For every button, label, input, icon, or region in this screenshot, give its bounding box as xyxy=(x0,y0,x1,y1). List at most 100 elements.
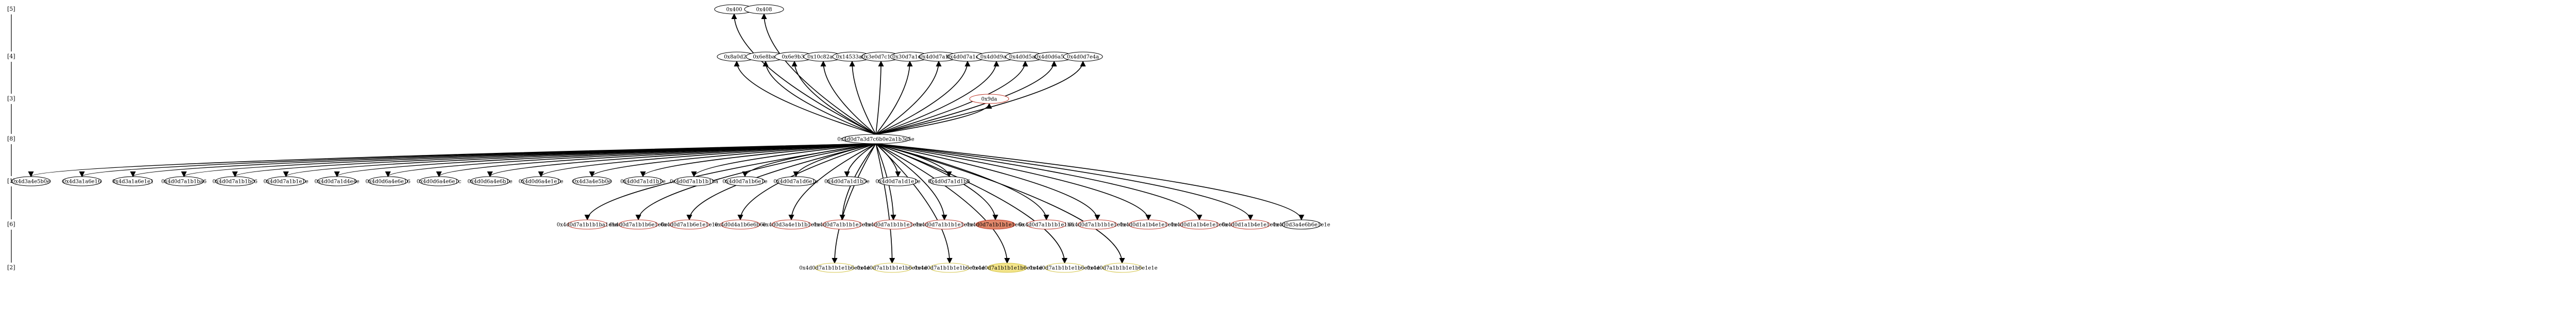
graph-node-shape xyxy=(1044,263,1084,273)
graph-node[interactable]: 0x4d0d1a1b4e1e1e1e xyxy=(1120,219,1177,230)
graph-node-shape xyxy=(368,176,408,186)
graph-node[interactable]: 0x4d0d7a1b1b1e1e1e xyxy=(814,219,871,230)
graph-node[interactable]: 0x4d0d7a1b1b1e1b6e1e1e xyxy=(857,263,927,273)
graph-node-label: 0x4d0d7a1b1b1e1e1e xyxy=(1069,222,1126,228)
graph-node[interactable]: 0x4d0d7a1b1b1e1e1e xyxy=(865,219,922,230)
graph-edge xyxy=(875,143,1253,221)
graph-edge xyxy=(788,143,876,221)
graph-node[interactable]: 0x4d0d7a1b1b1e1e6e xyxy=(967,219,1024,230)
graph-node-label: 0x408 xyxy=(756,7,772,13)
graph-node[interactable]: 0x4d0d7a1b1b6e1e6e xyxy=(609,219,667,230)
graph-node[interactable]: 0x408 xyxy=(744,4,784,14)
graph-node[interactable]: 0x4d0d6a4e6e16 xyxy=(365,176,411,186)
graph-node[interactable]: 0x4d0d7a1b6e1e xyxy=(722,176,768,186)
graph-node-shape xyxy=(873,219,913,230)
graph-node-shape xyxy=(215,176,255,186)
graph-node-label: 0x4d0d7a1b1b6e1e6e xyxy=(609,222,667,228)
graph-node-shape xyxy=(1281,219,1321,230)
graph-node[interactable]: 0x4d3a4e5b0e xyxy=(572,176,612,186)
graph-edge xyxy=(875,143,1151,221)
graph-node[interactable]: 0x4d0d6a4e6e1c xyxy=(417,176,462,186)
graph-edge xyxy=(875,60,884,135)
graph-node[interactable]: 0x4d3a1a6e16 xyxy=(62,176,102,186)
graph-node[interactable]: 0x4d0d7a1b1e1e xyxy=(263,176,309,186)
graph-node[interactable]: 0x4d0d7a1d6e1e xyxy=(773,176,819,186)
graph-edge xyxy=(875,143,1100,221)
graph-node-label: 0x4d0d7a1b1bc6 xyxy=(212,179,257,185)
graph-node[interactable]: 0x4d0d7a1b1b1e1b6e1e1e xyxy=(1087,263,1158,273)
graph-node-label: 0x4d0d7a1b1b1e1b6e1e1e xyxy=(972,266,1042,271)
graph-edge xyxy=(875,60,913,135)
graph-node[interactable]: 0x4d0d7a1d1b1e xyxy=(620,176,666,186)
graph-node-label: 0x4d0d3a4e6b6e1e1e xyxy=(1273,222,1330,228)
graph-node[interactable]: 0x4d0d7a1d1e1e xyxy=(875,176,921,186)
graph-node[interactable]: 0x4d0d7a1b1b1e1b6e1e1e xyxy=(914,263,985,273)
graph-edge xyxy=(875,143,1067,264)
graph-edge xyxy=(538,143,876,178)
graph-edge xyxy=(875,143,895,264)
graph-edge xyxy=(731,13,876,135)
graph-node-label: 0x10c82a4b xyxy=(807,55,839,60)
graph-node-shape xyxy=(987,263,1027,273)
graph-node-label: 0x4d0d7a1d4e4e xyxy=(314,179,359,185)
graph-node-shape xyxy=(618,219,658,230)
graph-edge xyxy=(875,60,1028,135)
graph-node[interactable]: 0x4d0d7a1b1b1e1b6 xyxy=(1019,219,1074,230)
graph-node[interactable]: 0x4d3a1a6e1e1 xyxy=(112,176,154,186)
graph-node[interactable]: 0x4d0d7a1d4e4e xyxy=(314,176,360,186)
graph-node-label: 0x4d0d4a1b6e6b6e xyxy=(715,222,766,228)
graph-node[interactable]: 0x9da xyxy=(969,94,1009,104)
graph-node-shape xyxy=(975,219,1015,230)
graph-edge xyxy=(832,143,876,264)
graph-node[interactable]: 0x4d0d7a1b1b1ba1e1e xyxy=(557,219,618,230)
graph-node[interactable]: 0x400 xyxy=(714,4,754,14)
graph-node-label: 0x4d0d7a1b1e1e xyxy=(263,179,308,185)
graph-node[interactable]: 0x4d0d3a4e1b1b1e1e xyxy=(762,219,820,230)
graph-node[interactable]: 0x4d0d5a6e xyxy=(1005,51,1045,62)
graph-edge xyxy=(875,143,896,221)
graph-node[interactable]: 0x4d0d7e4a xyxy=(1063,51,1103,62)
graph-node[interactable]: 0x4d0d7a1d1b5e xyxy=(824,176,870,186)
graph-edge xyxy=(589,143,876,178)
graph-node-label: 0x4d0d1a1b4e1e1e6e xyxy=(1171,222,1228,228)
graph-node[interactable]: 0x4d0d7a1b1bc6 xyxy=(212,176,258,186)
graph-node-shape xyxy=(841,134,910,144)
graph-node[interactable]: 0x4d0d7a1b1b1e1b6e1e1e xyxy=(1029,263,1100,273)
graph-node[interactable]: 0x4d0d7a1b1b1e1e1e xyxy=(1069,219,1126,230)
graph-edge xyxy=(737,143,876,221)
graph-node[interactable]: 0x4d0d1a1b4e1e1e6e xyxy=(1171,219,1228,230)
graph-node-label: 0x400 xyxy=(726,7,742,13)
graph-node[interactable]: 0x4d0d6a4e6b1e xyxy=(467,176,513,186)
graph-node-label: 0x4d0d1a1b4e1e1e1e xyxy=(1222,222,1279,228)
graph-node[interactable]: 0x4d3a4e5b0e xyxy=(11,176,51,186)
graph-node[interactable]: 0x4d0d1a1b4e1e1e1e xyxy=(1222,219,1279,230)
graph-node[interactable]: 0x4d0d7a1b1b1e1e1e xyxy=(916,219,973,230)
graph-node[interactable]: 0x4d0d7a1d1b6 xyxy=(928,176,970,186)
graph-node-label: 0x4d0d7a1b1b1e1b6 xyxy=(1019,222,1074,228)
graph-node[interactable]: 0x4d0d7a1b6e1e1e1e xyxy=(660,219,718,230)
graph-node[interactable]: 0x4d0d4a1b6e6b6e xyxy=(715,219,766,230)
graph-edge xyxy=(875,143,1125,264)
graph-node-shape xyxy=(113,176,153,186)
graph-node[interactable]: 0x4d0d7a1b1b1ba xyxy=(670,176,718,186)
graph-edge xyxy=(875,143,1010,264)
graph-node-label: 0x4d0d5a6e xyxy=(1009,55,1041,60)
graph-node-label: 0x4d0d7e4a xyxy=(1067,55,1099,60)
graph-node[interactable]: 0x4d0d7a3d7c6b0e2a1b3e5e xyxy=(837,134,914,144)
graph-edge xyxy=(487,143,876,178)
graph-node[interactable]: 0x4d0d7a1b1b1e1b6e1e1e xyxy=(799,263,870,273)
graph-node[interactable]: 0x4d0d7a1b1ba6 xyxy=(161,176,207,186)
graph-node-shape xyxy=(11,176,51,186)
graph-node[interactable]: 0x4d0d6a4e1e1e xyxy=(519,176,564,186)
rank-label: [2] xyxy=(7,264,15,271)
graph-node-label: 0x4d0d7a1b1b1e1e1e xyxy=(865,222,922,228)
graph-node[interactable]: 0x14533a46 xyxy=(832,51,872,62)
graph-edge xyxy=(875,60,1057,135)
graph-node-label: 0x4d3a4e5b0e xyxy=(12,179,50,185)
graph-node[interactable]: 0x4d0d7a1b1b1e1b6e1e1e xyxy=(972,263,1043,273)
graph-edge xyxy=(691,143,876,178)
graph-node[interactable]: 0x4d0d3a4e6b6e1e1e xyxy=(1273,219,1330,230)
rank-label: [4] xyxy=(7,53,15,60)
graph-node[interactable]: 0x6e9b3a xyxy=(774,51,815,62)
